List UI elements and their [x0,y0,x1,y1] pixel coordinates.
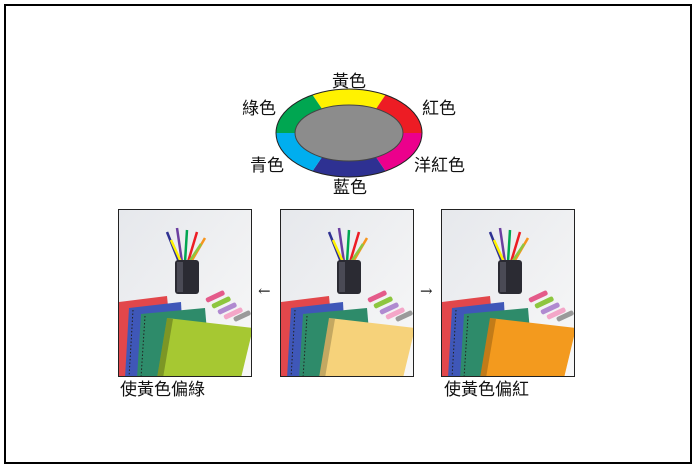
wheel-segment-yellow [312,89,386,110]
photo-original [280,209,414,377]
front-notebook-center [319,318,413,376]
stationery-photo-left [119,210,251,376]
front-notebook [480,318,574,376]
label-green: 綠色 [242,99,276,119]
label-red: 紅色 [422,99,456,119]
stationery-photo-right [442,210,574,376]
photo-green-shift [118,209,252,377]
wheel-segment-magenta [375,133,422,172]
wheel-segment-green [276,94,323,133]
front-notebook-right [480,318,574,376]
stationery-photo-center [281,210,413,376]
label-yellow: 黃色 [332,72,366,92]
wheel-segment-red [375,94,422,133]
front-notebook [157,318,251,376]
caption-green-shift: 使黃色偏綠 [120,380,205,400]
label-cyan: 青色 [250,156,284,176]
label-blue: 藍色 [333,178,367,198]
wheel-center [294,104,404,162]
wheel-segment-blue [312,156,386,177]
wheel-segment-cyan [276,133,323,172]
front-notebook-left [157,318,251,376]
arrow-right: → [420,282,433,300]
photo-red-shift [441,209,575,377]
front-notebook [319,318,413,376]
label-magenta: 洋紅色 [414,156,465,176]
wheel-outline [275,88,423,178]
arrow-left: ← [258,282,271,300]
caption-red-shift: 使黃色偏紅 [444,380,529,400]
